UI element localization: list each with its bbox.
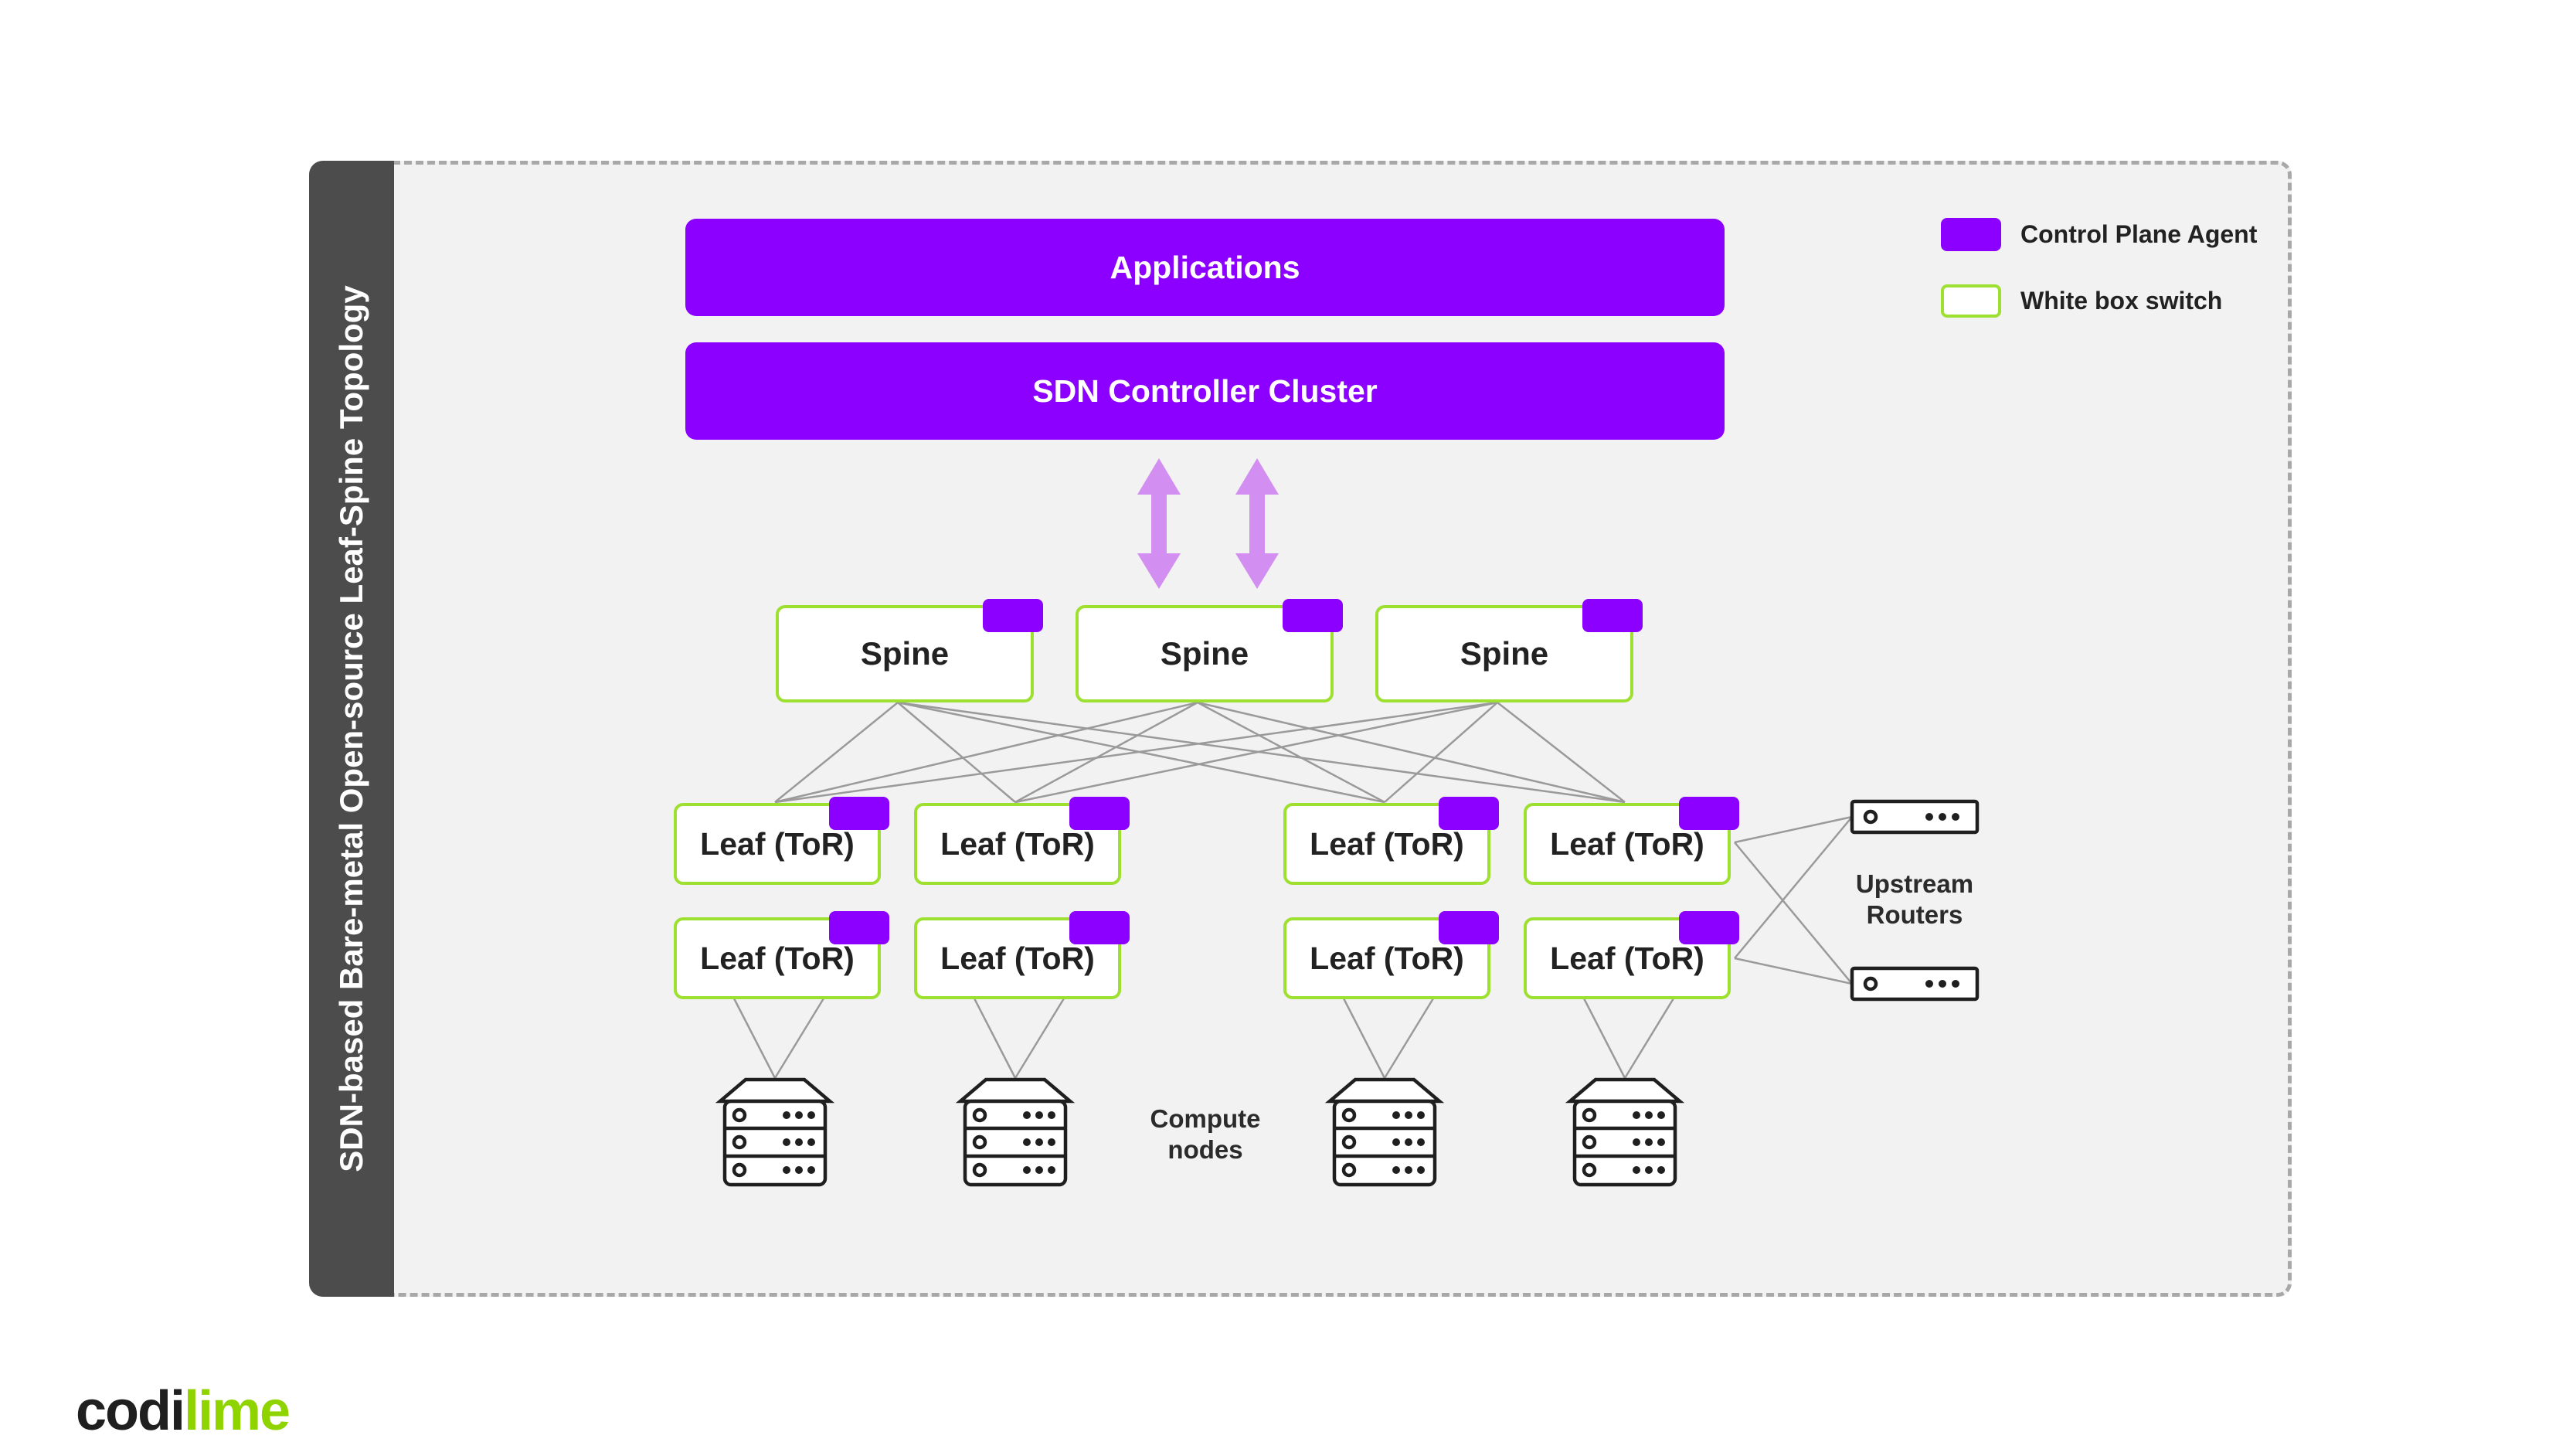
control-plane-agent-tag xyxy=(1679,797,1739,830)
leaf-switch-4: Leaf (ToR) xyxy=(1524,803,1731,885)
control-plane-agent-tag xyxy=(1439,911,1499,944)
upstream-routers-label: Upstream Routers xyxy=(1855,869,1974,929)
control-plane-agent-tag xyxy=(1283,599,1343,632)
control-plane-agent-tag xyxy=(829,911,889,944)
control-plane-agent-tag xyxy=(1069,797,1130,830)
control-plane-agent-tag xyxy=(1439,797,1499,830)
control-plane-agent-tag xyxy=(1582,599,1643,632)
legend-control-plane-label: Control Plane Agent xyxy=(2020,220,2258,248)
control-plane-agent-tag xyxy=(1069,911,1130,944)
codilime-logo: codilime xyxy=(76,1380,291,1442)
applications-layer: Applications xyxy=(685,219,1725,316)
logo-part-lime: lime xyxy=(184,1380,291,1442)
legend-white-box-label: White box switch xyxy=(2020,287,2223,315)
topology-frame xyxy=(309,161,2292,1297)
sdn-controller-cluster: SDN Controller Cluster xyxy=(685,342,1725,440)
leaf-switch-8: Leaf (ToR) xyxy=(1524,917,1731,999)
logo-part-codi: codi xyxy=(76,1380,185,1442)
legend-white-box-swatch xyxy=(1941,284,2001,318)
diagram-title: SDN-based Bare-metal Open-source Leaf-Sp… xyxy=(333,285,369,1172)
spine-switch-1: Spine xyxy=(776,605,1034,702)
compute-nodes-label: Compute nodes xyxy=(1150,1104,1261,1164)
legend-control-plane-swatch xyxy=(1941,218,2001,251)
control-plane-agent-tag xyxy=(983,599,1043,632)
side-band xyxy=(309,161,394,1297)
leaf-switch-6: Leaf (ToR) xyxy=(914,917,1121,999)
control-plane-agent-tag xyxy=(829,797,889,830)
control-plane-agent-tag xyxy=(1679,911,1739,944)
